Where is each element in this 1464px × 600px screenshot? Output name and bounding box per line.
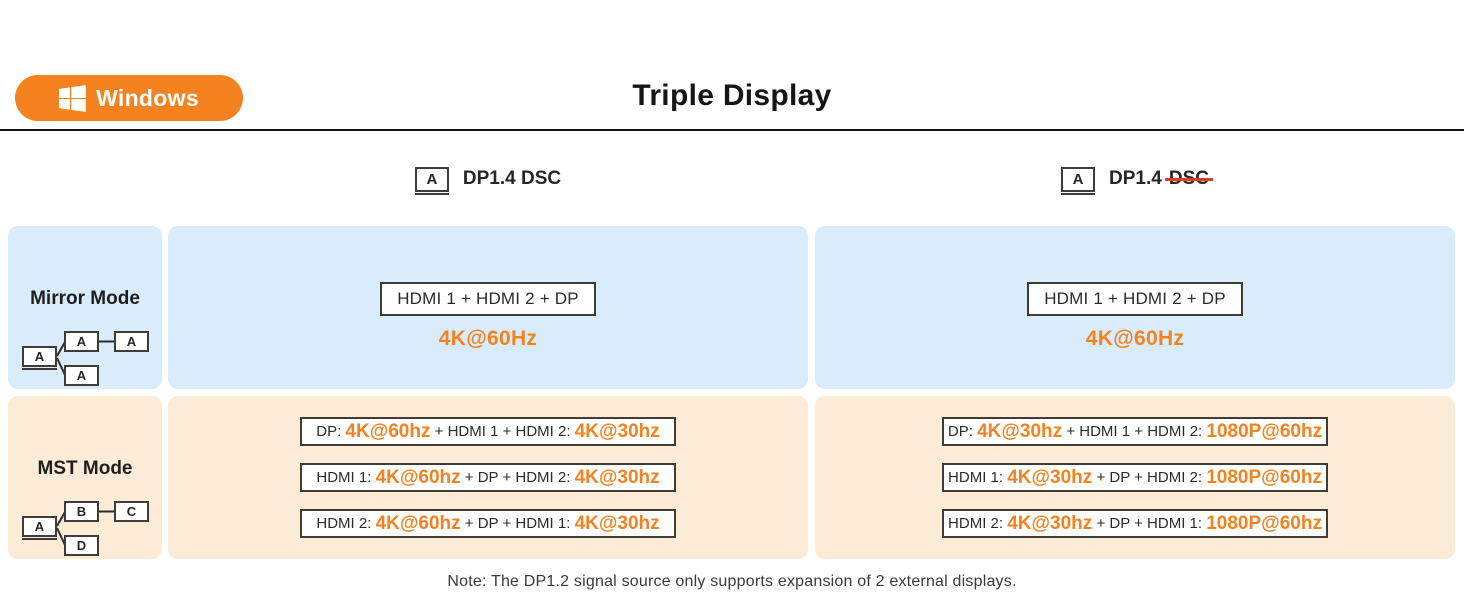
resolution-value: 4K@60hz bbox=[375, 513, 461, 534]
diagram-node: D bbox=[64, 535, 99, 556]
monitor-a-icon: A bbox=[414, 166, 449, 195]
port-label: HDMI 1: bbox=[316, 469, 376, 486]
diagram-node: A bbox=[114, 331, 149, 352]
diagram-node: A bbox=[64, 365, 99, 386]
windows-badge-label: Windows bbox=[96, 84, 199, 111]
diagram-connector-lines bbox=[56, 340, 114, 376]
port-combo-box: HDMI 1 + HDMI 2 + DP bbox=[380, 282, 596, 316]
mst-config-row: DP: 4K@30hz + HDMI 1 + HDMI 2: 1080P@60h… bbox=[942, 417, 1328, 446]
column-header-dp14-no-dsc: A DP1.4 DSC bbox=[815, 164, 1455, 195]
resolution-value: 4K@30hz bbox=[574, 467, 660, 488]
title-divider bbox=[0, 129, 1464, 131]
port-label: + DP + HDMI 2: bbox=[460, 469, 575, 486]
resolution-value: 4K@60hz bbox=[345, 421, 431, 442]
column-header-dp14-dsc: A DP1.4 DSC bbox=[168, 164, 808, 195]
port-label: + HDMI 1 + HDMI 2: bbox=[1062, 423, 1207, 440]
monitor-a-icon: A bbox=[1061, 166, 1096, 195]
diagram-node: A bbox=[64, 331, 99, 352]
resolution-value: 4K@30hz bbox=[1007, 513, 1093, 534]
diagram-node: B bbox=[64, 501, 99, 522]
port-label: + DP + HDMI 1: bbox=[460, 515, 575, 532]
windows-badge: Windows bbox=[15, 75, 243, 121]
mirror-mode-label-panel: Mirror Mode A A A A bbox=[8, 226, 162, 389]
port-label: DP: bbox=[316, 423, 346, 440]
mst-config-row: HDMI 2: 4K@30hz + DP + HDMI 1: 1080P@60h… bbox=[942, 509, 1328, 538]
mst-dsc-panel: DP: 4K@60hz + HDMI 1 + HDMI 2: 4K@30hz H… bbox=[168, 396, 808, 559]
diagram-source-node: A bbox=[22, 346, 57, 370]
diagram-source-node: A bbox=[22, 516, 57, 540]
port-label: + DP + HDMI 1: bbox=[1092, 515, 1207, 532]
port-label: HDMI 2: bbox=[316, 515, 376, 532]
diagram-node: C bbox=[114, 501, 149, 522]
diagram-connector-lines bbox=[56, 510, 114, 546]
mst-config-row: HDMI 2: 4K@60hz + DP + HDMI 1: 4K@30hz bbox=[300, 509, 676, 538]
mst-mode-label-panel: MST Mode A B C D bbox=[8, 396, 162, 559]
resolution-value: 1080P@60hz bbox=[1206, 467, 1322, 488]
mst-config-row: HDMI 1: 4K@60hz + DP + HDMI 2: 4K@30hz bbox=[300, 463, 676, 492]
port-combo-box: HDMI 1 + HDMI 2 + DP bbox=[1027, 282, 1243, 316]
footer-note: Note: The DP1.2 signal source only suppo… bbox=[447, 573, 1017, 590]
mirror-mode-diagram: A A A A bbox=[8, 326, 162, 389]
port-label: DP: bbox=[947, 423, 978, 440]
mirror-mode-label: Mirror Mode bbox=[30, 288, 140, 309]
resolution-value: 4K@30hz bbox=[1007, 467, 1093, 488]
dsc-strikethrough-text: DSC bbox=[1168, 168, 1209, 189]
dp14-text: DP1.4 bbox=[1109, 168, 1162, 189]
mst-mode-label: MST Mode bbox=[37, 458, 133, 479]
resolution-value: 4K@30hz bbox=[977, 421, 1063, 442]
page-title: Triple Display bbox=[632, 79, 832, 112]
mst-config-row: DP: 4K@60hz + HDMI 1 + HDMI 2: 4K@30hz bbox=[300, 417, 676, 446]
port-label: HDMI 2: bbox=[948, 515, 1008, 532]
mst-config-row: HDMI 1: 4K@30hz + DP + HDMI 2: 1080P@60h… bbox=[942, 463, 1328, 492]
resolution-label: 4K@60Hz bbox=[438, 327, 538, 350]
resolution-value: 1080P@60hz bbox=[1206, 421, 1323, 442]
column-header-label: DP1.4 DSC bbox=[462, 168, 562, 189]
resolution-label: 4K@60Hz bbox=[1085, 327, 1185, 350]
resolution-value: 1080P@60hz bbox=[1206, 513, 1322, 534]
resolution-value: 4K@30hz bbox=[574, 513, 660, 534]
column-header-label: DP1.4 DSC bbox=[1109, 168, 1209, 190]
mst-mode-diagram: A B C D bbox=[8, 496, 162, 559]
mirror-no-dsc-panel: HDMI 1 + HDMI 2 + DP 4K@60Hz bbox=[815, 226, 1455, 389]
resolution-value: 4K@60hz bbox=[375, 467, 461, 488]
mst-no-dsc-panel: DP: 4K@30hz + HDMI 1 + HDMI 2: 1080P@60h… bbox=[815, 396, 1455, 559]
mirror-dsc-panel: HDMI 1 + HDMI 2 + DP 4K@60Hz bbox=[168, 226, 808, 389]
port-label: + HDMI 1 + HDMI 2: bbox=[430, 423, 575, 440]
port-label: HDMI 1: bbox=[948, 469, 1008, 486]
windows-logo-icon bbox=[59, 84, 86, 112]
resolution-value: 4K@30hz bbox=[574, 421, 660, 442]
port-label: + DP + HDMI 2: bbox=[1092, 469, 1207, 486]
